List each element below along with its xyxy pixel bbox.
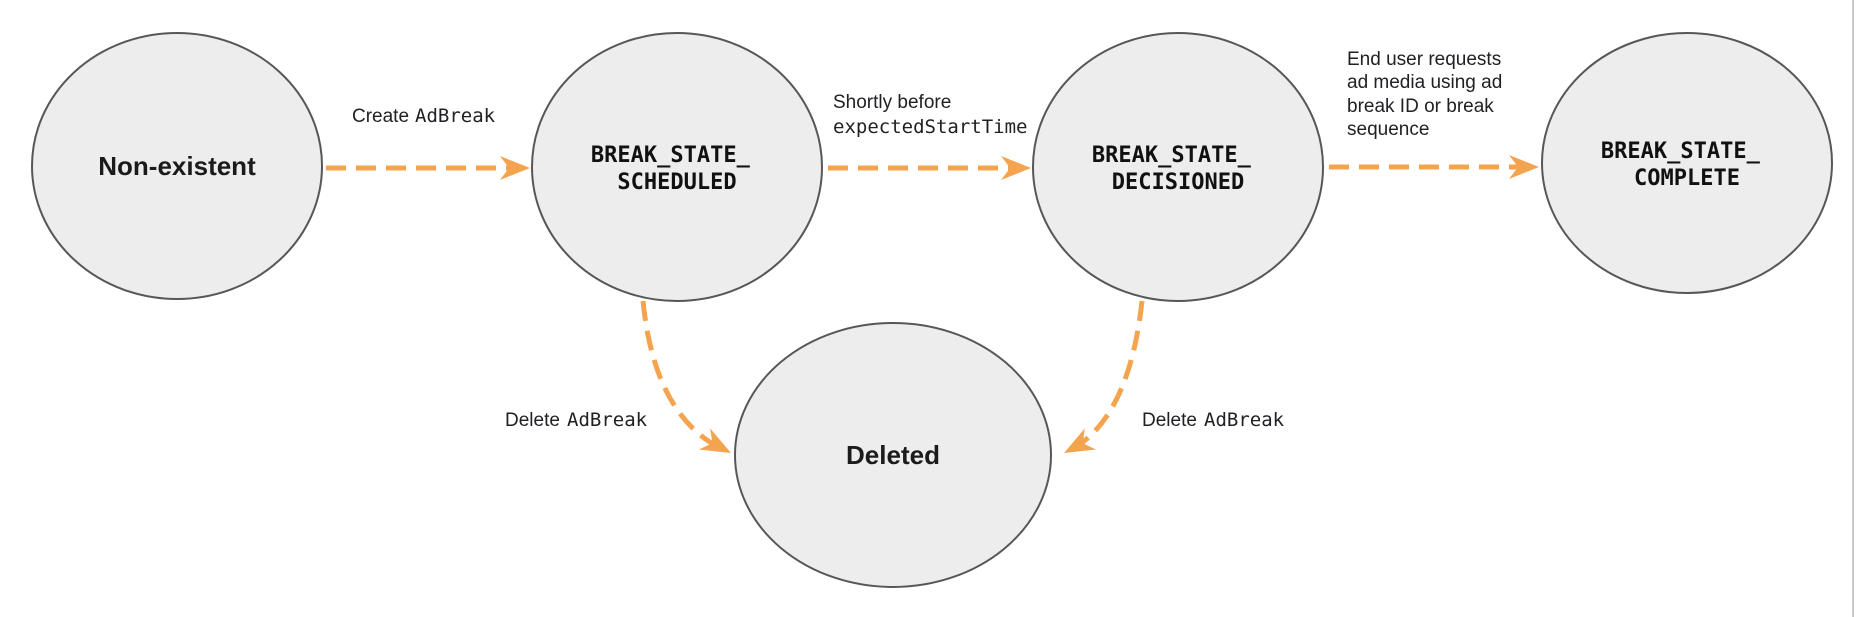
dashed-arrow-curve bbox=[640, 300, 720, 450]
state-label-line: BREAK_STATE_ bbox=[1601, 139, 1761, 164]
state-ellipse bbox=[1541, 32, 1833, 294]
dashed-arrow-curve bbox=[1074, 300, 1145, 450]
state-node-break-state-complete: BREAK_STATE_ COMPLETE bbox=[1541, 32, 1833, 294]
transition-label-text: Create bbox=[352, 106, 409, 127]
transition-label: Delete AdBreak bbox=[1142, 409, 1285, 431]
state-label: BREAK_STATE_ DECISIONED bbox=[1092, 143, 1264, 195]
arrow-head-icon bbox=[500, 156, 530, 180]
state-label: BREAK_STATE_ COMPLETE bbox=[1601, 139, 1773, 191]
arrow-head-icon bbox=[698, 428, 731, 453]
transition-delete-adbreak-left: Delete AdBreak bbox=[505, 300, 731, 453]
transition-label-code: AdBreak bbox=[1204, 409, 1285, 431]
state-label-line: BREAK_STATE_ bbox=[1092, 143, 1252, 168]
transition-label-line: End user requests bbox=[1347, 49, 1501, 70]
state-label: BREAK_STATE_ SCHEDULED bbox=[591, 143, 763, 195]
transition-label: Create AdBreak bbox=[352, 105, 496, 127]
transition-label-text: Delete bbox=[1142, 410, 1197, 431]
state-node-non-existent: Non-existent bbox=[31, 32, 323, 300]
transition-label: Delete AdBreak bbox=[505, 409, 648, 431]
state-label-line: DECISIONED bbox=[1112, 170, 1244, 195]
state-ellipse bbox=[734, 322, 1052, 588]
state-label-line: SCHEDULED bbox=[617, 170, 736, 195]
transition-label-text: Shortly before bbox=[833, 92, 951, 113]
transition-create-adbreak: Create AdBreak bbox=[326, 105, 530, 180]
state-label-line: BREAK_STATE_ bbox=[591, 143, 751, 168]
transition-label: Shortly before expectedStartTime bbox=[833, 92, 1027, 138]
transition-end-user-requests: End user requests ad media using ad brea… bbox=[1329, 49, 1539, 179]
transition-label-line: ad media using ad bbox=[1347, 72, 1502, 93]
state-ellipse bbox=[31, 32, 323, 300]
state-label: Non-existent bbox=[98, 151, 256, 181]
transition-label-code: AdBreak bbox=[567, 409, 648, 431]
state-ellipse bbox=[1032, 32, 1324, 302]
transition-delete-adbreak-right: Delete AdBreak bbox=[1064, 300, 1285, 453]
arrow-head-icon bbox=[1509, 155, 1539, 179]
transition-label-code: expectedStartTime bbox=[833, 116, 1027, 138]
transition-label-line: sequence bbox=[1347, 119, 1429, 140]
transition-label: End user requests ad media using ad brea… bbox=[1347, 49, 1508, 140]
state-label: Deleted bbox=[846, 440, 940, 470]
transition-label-text: Delete bbox=[505, 410, 560, 431]
arrow-head-icon bbox=[1001, 156, 1031, 180]
state-node-break-state-decisioned: BREAK_STATE_ DECISIONED bbox=[1032, 32, 1324, 302]
transition-shortly-before: Shortly before expectedStartTime bbox=[828, 92, 1031, 180]
state-node-break-state-scheduled: BREAK_STATE_ SCHEDULED bbox=[531, 32, 823, 302]
transition-label-line: break ID or break bbox=[1347, 96, 1494, 117]
arrow-head-icon bbox=[1064, 428, 1097, 453]
state-node-deleted: Deleted bbox=[734, 322, 1052, 588]
transition-label-code: AdBreak bbox=[415, 105, 496, 127]
state-ellipse bbox=[531, 32, 823, 302]
state-label-line: COMPLETE bbox=[1634, 166, 1740, 191]
